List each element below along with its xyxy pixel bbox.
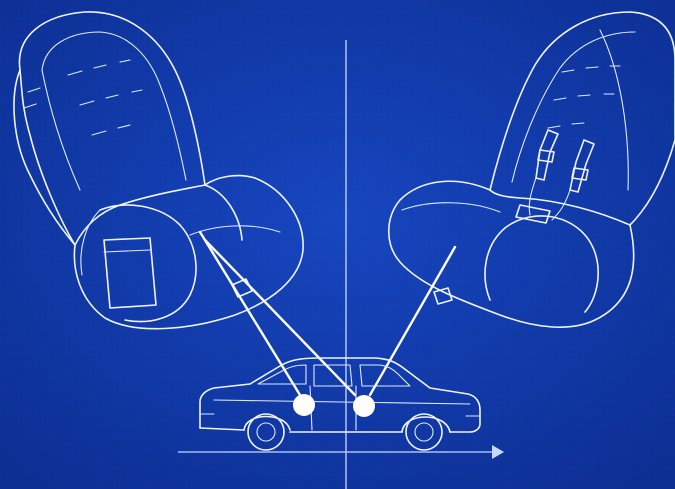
- seat-position-marker-rear: [293, 394, 315, 416]
- seat-position-marker-front: [353, 395, 375, 417]
